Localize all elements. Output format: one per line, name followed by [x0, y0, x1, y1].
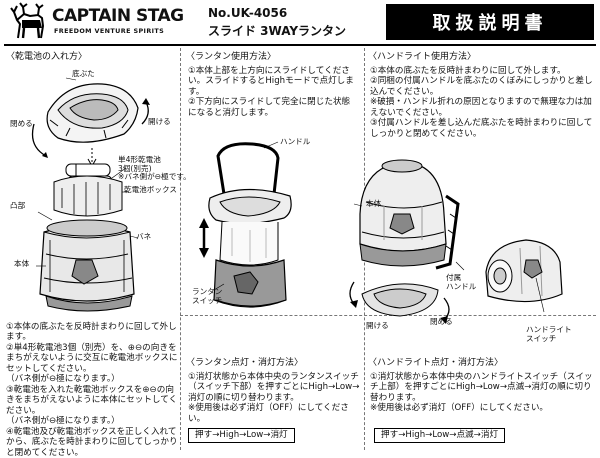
manual-title: 取扱説明書: [386, 4, 594, 40]
lantern-body-illustration: [39, 219, 135, 312]
product-name: スライド 3WAYランタン: [208, 24, 347, 38]
brand-logo: CAPTAIN STAG FREEDOM VENTURE SPIRITS: [8, 2, 184, 42]
close-label: 閉める: [430, 317, 453, 326]
handlight-sequence-box: 押す→High→Low→点滅→消灯: [374, 428, 506, 443]
handlight-onoff-title: 〈ハンドライト点灯・消灯方法〉: [368, 358, 504, 368]
handlight-section-title: 〈ハンドライト使用方法〉: [368, 52, 477, 62]
handlight-steps: ①本体の底ぶたを反時計まわりに回して外します。 ②同梱の付属ハンドルを底ぶたのく…: [370, 66, 593, 139]
handlight-switch-label: ハンドライト スイッチ: [526, 325, 572, 343]
battery-steps: ①本体の底ぶたを反時計まわりに回して外します。 ②単4形乾電池3個（別売）を、⊕…: [6, 322, 178, 458]
battery-box-illustration: [53, 175, 123, 217]
lantern-section-title: 〈ランタン使用方法〉: [186, 52, 277, 62]
battery-box-label: 乾電池ボックス: [124, 185, 177, 194]
lantern-illustration: [199, 141, 292, 308]
section-divider: [180, 315, 596, 316]
lantern-steps: ①本体上部を上方向にスライドしてください。スライドするとHighモードで点灯しま…: [188, 66, 354, 118]
body-label: 本体: [14, 259, 30, 268]
open-label: 開ける: [366, 321, 389, 330]
column-divider: [180, 48, 181, 450]
bottom-cover-label: 底ぶた: [72, 69, 95, 78]
batteries-label: 単4形乾電池 3個(別売) ※バネ側が⊖極です。: [118, 155, 191, 182]
rotate-arrow-icon: [31, 123, 47, 157]
lantern-onoff-steps: ①消灯状態から本体中央のランタンスイッチ（スイッチ下部）を押すごとにHigh→L…: [188, 372, 360, 424]
brand-tagline: FREEDOM VENTURE SPIRITS: [54, 27, 165, 35]
lantern-switch-label: ランタン スイッチ: [192, 287, 223, 305]
bottom-cover-illustration: [46, 83, 139, 143]
open-label: 開ける: [148, 117, 171, 126]
lantern-sequence-box: 押す→High→Low→消灯: [188, 428, 295, 443]
battery-section-title: 〈乾電池の入れ方〉: [6, 52, 88, 62]
handle-label: ハンドル: [280, 137, 311, 146]
spring-label: バネ: [136, 232, 152, 241]
attached-handle-label: 付属 ハンドル: [446, 273, 477, 291]
handlight-body-label: 本体: [366, 199, 382, 208]
handlight-illustration: [349, 159, 563, 324]
protrusion-label: 凸部: [10, 201, 26, 210]
model-number: No.UK-4056: [208, 6, 288, 20]
battery-illustration: [31, 77, 150, 312]
close-label: 閉める: [10, 119, 33, 128]
deer-logo-icon: [10, 2, 45, 39]
rotate-arrow-icon: [349, 281, 355, 305]
header-rule: [4, 44, 596, 46]
brand-name: CAPTAIN STAG: [52, 6, 184, 26]
lantern-onoff-title: 〈ランタン点灯・消灯方法〉: [186, 358, 304, 368]
handlight-onoff-steps: ①消灯状態から本体中央のハンドライトスイッチ（スイッチ上部）を押すごとにHigh…: [370, 372, 593, 414]
